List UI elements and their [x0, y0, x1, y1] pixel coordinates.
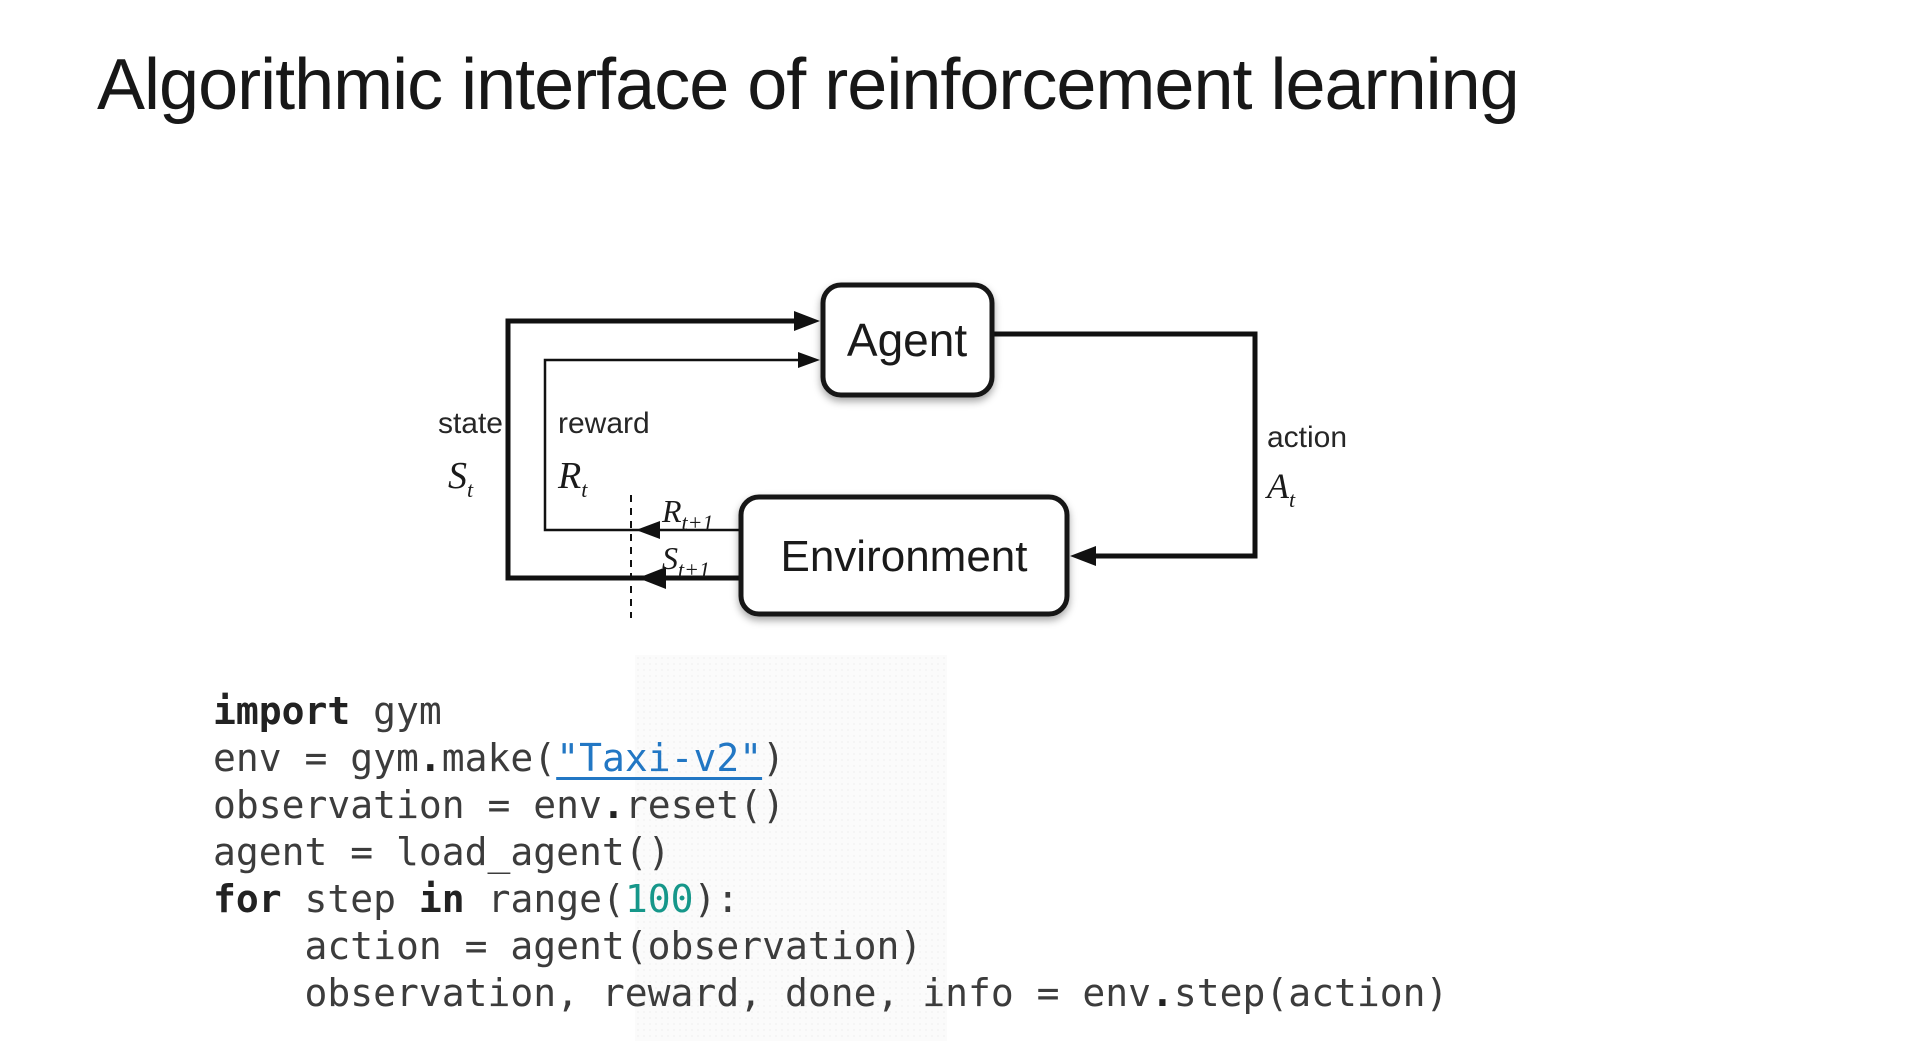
environment-box-label: Environment	[780, 532, 1027, 581]
code-line: import gym	[213, 688, 1448, 735]
code-token: reset()	[624, 783, 785, 827]
action-arrowhead-into-environment	[1070, 546, 1096, 566]
code-line: action = agent(observation)	[213, 923, 1448, 970]
code-token: .	[601, 783, 625, 827]
rl-loop-diagram-svg: Agent Environment state St reward Rt act…	[438, 282, 1347, 618]
reward-symbol-base: R	[557, 455, 581, 497]
action-symbol-sub: t	[1289, 487, 1296, 512]
code-line: env = gym.make("Taxi-v2")	[213, 735, 1448, 782]
next-reward-symbol-sub: t+1	[682, 510, 714, 535]
action-symbol-base: A	[1265, 466, 1290, 506]
next-state-arrowhead	[638, 567, 666, 589]
code-token: agent = load_agent()	[213, 830, 671, 874]
code-token: )	[762, 736, 785, 780]
state-label: state	[438, 407, 503, 440]
code-token: ):	[693, 877, 740, 921]
rl-loop-diagram: Agent Environment state St reward Rt act…	[400, 270, 1380, 640]
agent-box-label: Agent	[847, 314, 967, 366]
code-token: in	[418, 877, 465, 921]
code-line: observation = env.reset()	[213, 782, 1448, 829]
code-token: gym	[350, 689, 442, 733]
reward-label: reward	[558, 407, 650, 440]
state-symbol-sub: t	[467, 477, 474, 502]
code-line: agent = load_agent()	[213, 829, 1448, 876]
code-link-taxi-v2[interactable]: "Taxi-v2"	[556, 736, 763, 780]
next-state-symbol-sub: t+1	[678, 557, 710, 582]
background-artifact-block	[635, 655, 947, 1041]
next-reward-symbol-base: R	[661, 493, 682, 529]
code-token: step	[281, 877, 419, 921]
action-label: action	[1267, 421, 1347, 454]
code-token: import	[213, 689, 351, 733]
code-token: .	[1151, 971, 1174, 1015]
reward-arrowhead-into-agent	[798, 352, 820, 368]
code-token: env = gym	[213, 736, 419, 780]
next-state-symbol: St+1	[662, 540, 710, 582]
action-symbol: At	[1265, 466, 1296, 512]
code-line: for step in range(100):	[213, 876, 1448, 923]
state-loop-line	[505, 318, 802, 581]
code-token: .	[418, 736, 442, 780]
next-reward-symbol: Rt+1	[661, 493, 714, 535]
code-token: observation = env	[213, 783, 602, 827]
action-loop-line	[992, 331, 1258, 559]
slide-title: Algorithmic interface of reinforcement l…	[97, 45, 1520, 125]
state-symbol: St	[448, 455, 474, 502]
reward-symbol: Rt	[557, 455, 588, 502]
agent-box	[820, 282, 995, 398]
reward-symbol-sub: t	[581, 477, 588, 502]
code-token: for	[213, 877, 282, 921]
environment-box	[738, 494, 1070, 617]
code-token: step(action)	[1173, 971, 1449, 1015]
next-state-symbol-base: S	[662, 540, 678, 576]
code-token: 100	[624, 877, 694, 921]
state-arrowhead-into-agent	[794, 311, 820, 331]
code-token: action = agent(observation)	[213, 924, 923, 968]
state-symbol-base: S	[448, 455, 467, 497]
code-token: observation, reward, done, info = env	[213, 971, 1152, 1015]
code-token: range(	[464, 877, 625, 921]
next-reward-arrowhead	[636, 521, 660, 539]
code-line: observation, reward, done, info = env.st…	[213, 970, 1449, 1017]
code-token: make(	[441, 736, 557, 780]
